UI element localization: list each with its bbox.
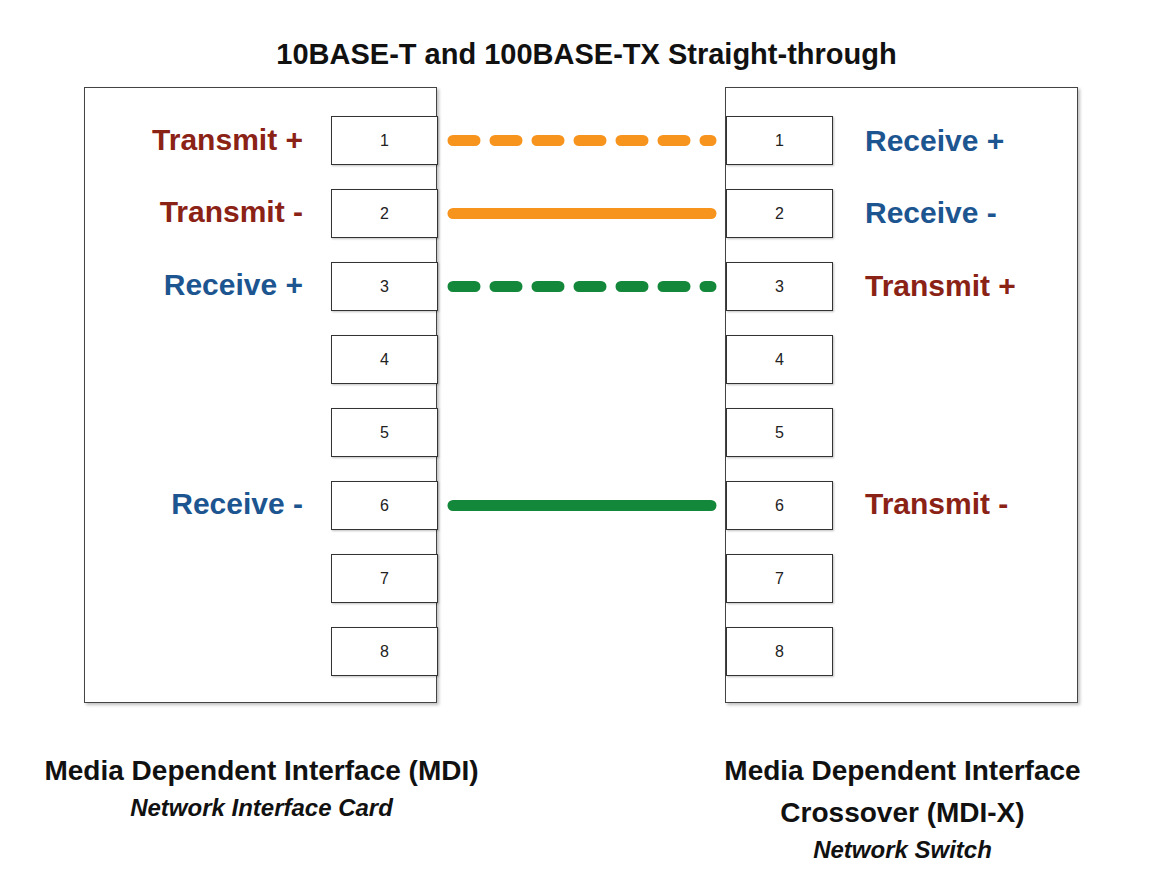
pin-number: 8 [775, 643, 784, 661]
signal-label: Receive + [865, 124, 1004, 158]
pin-box: 5 [331, 408, 438, 457]
pin-box: 3 [331, 262, 438, 311]
pin-number: 3 [775, 278, 784, 296]
pin-number: 6 [380, 497, 389, 515]
pin-box: 4 [331, 335, 438, 384]
panel-caption: Media Dependent Interface Crossover (MDI… [668, 750, 1138, 866]
signal-label: Transmit - [160, 195, 303, 229]
signal-label: Transmit + [152, 123, 303, 157]
interface-name: Media Dependent Interface Crossover (MDI… [668, 750, 1138, 834]
pin-box: 7 [726, 554, 833, 603]
diagram-title: 10BASE-T and 100BASE-TX Straight-through [0, 38, 1173, 71]
interface-panel: Media Dependent Interface (MDI)Network I… [84, 87, 437, 703]
pin-box: 4 [726, 335, 833, 384]
pin-number: 1 [380, 132, 389, 150]
pin-number: 4 [775, 351, 784, 369]
pin-box: 8 [331, 627, 438, 676]
pin-number: 5 [775, 424, 784, 442]
wire-pair [453, 281, 711, 292]
device-name: Network Switch [813, 834, 992, 866]
pin-box: 5 [726, 408, 833, 457]
interface-name: Media Dependent Interface (MDI) [44, 750, 478, 792]
pin-box: 6 [331, 481, 438, 530]
pin-number: 5 [380, 424, 389, 442]
pin-number: 7 [775, 570, 784, 588]
pin-number: 3 [380, 278, 389, 296]
pin-number: 7 [380, 570, 389, 588]
pin-box: 3 [726, 262, 833, 311]
pin-number: 1 [775, 132, 784, 150]
wire-pair [453, 500, 711, 511]
pin-number: 4 [380, 351, 389, 369]
pin-box: 2 [331, 189, 438, 238]
pin-box: 2 [726, 189, 833, 238]
pin-box: 8 [726, 627, 833, 676]
signal-label: Receive - [171, 487, 303, 521]
signal-label: Receive + [164, 268, 303, 302]
pin-number: 2 [380, 205, 389, 223]
pin-number: 2 [775, 205, 784, 223]
device-name: Network Interface Card [130, 792, 393, 824]
pin-box: 7 [331, 554, 438, 603]
panel-caption: Media Dependent Interface (MDI)Network I… [0, 750, 532, 824]
interface-panel: Media Dependent Interface Crossover (MDI… [725, 87, 1078, 703]
wire-pair [453, 208, 711, 219]
signal-label: Receive - [865, 196, 997, 230]
wire-pair [453, 135, 711, 146]
pin-box: 1 [331, 116, 438, 165]
pin-number: 8 [380, 643, 389, 661]
pin-number: 6 [775, 497, 784, 515]
pin-box: 1 [726, 116, 833, 165]
pin-box: 6 [726, 481, 833, 530]
signal-label: Transmit - [865, 487, 1008, 521]
signal-label: Transmit + [865, 269, 1016, 303]
